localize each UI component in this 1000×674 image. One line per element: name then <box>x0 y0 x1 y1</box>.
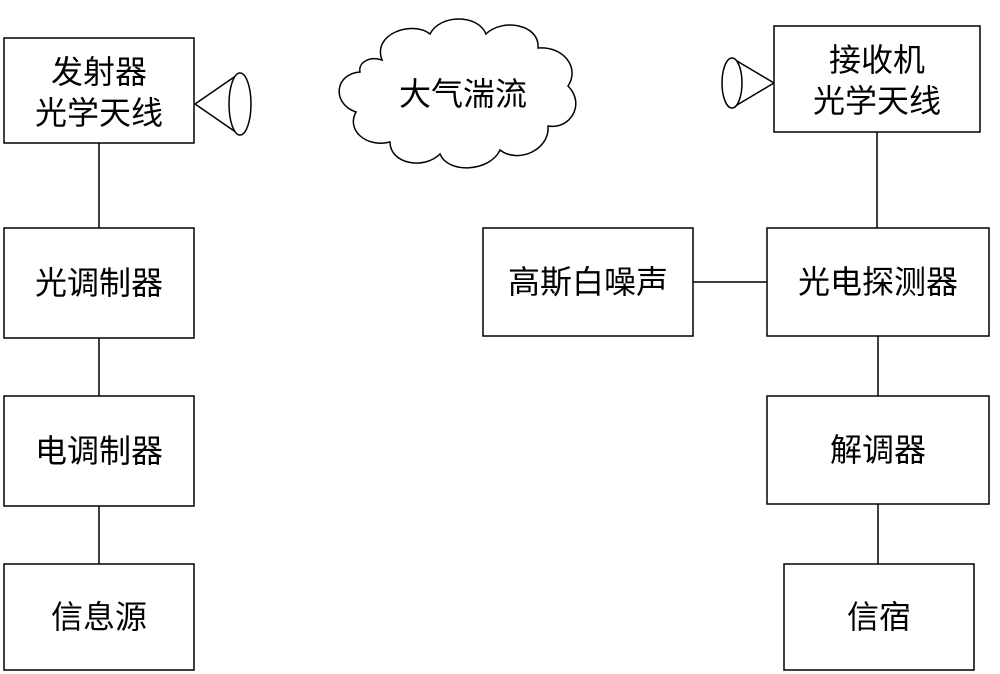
receiver-antenna-label-line1: 接收机 <box>829 41 925 79</box>
atmospheric-turbulence-cloud: 大气湍流 <box>338 18 577 169</box>
receiver-cone-icon <box>721 57 775 109</box>
transmitter-cone-icon <box>194 72 252 136</box>
receiver-antenna-box <box>773 25 981 133</box>
receiver-antenna-block: 接收机 光学天线 <box>773 25 981 133</box>
optical-modulator-block: 光调制器 <box>3 227 195 339</box>
atmospheric-turbulence-label: 大气湍流 <box>399 75 527 113</box>
optical-modulator-label: 光调制器 <box>35 264 163 302</box>
gaussian-white-noise-block: 高斯白噪声 <box>482 227 694 337</box>
cloud-shape <box>338 18 577 169</box>
transmitter-antenna-label-line1: 发射器 <box>51 53 147 91</box>
photodetector-label: 光电探测器 <box>798 263 958 301</box>
gaussian-white-noise-box <box>482 227 694 337</box>
demodulator-block: 解调器 <box>766 395 990 505</box>
receiver-antenna-label-line2: 光学天线 <box>813 82 941 120</box>
electrical-modulator-label: 电调制器 <box>35 432 163 470</box>
electrical-modulator-block: 电调制器 <box>3 395 195 507</box>
optical-modulator-box <box>3 227 195 339</box>
electrical-modulator-box <box>3 395 195 507</box>
demodulator-label: 解调器 <box>830 431 926 469</box>
transmitter-antenna-box <box>3 37 195 144</box>
information-source-block: 信息源 <box>3 563 195 671</box>
photodetector-block: 光电探测器 <box>766 227 990 337</box>
information-source-label: 信息源 <box>51 598 147 636</box>
gaussian-white-noise-label: 高斯白噪声 <box>508 263 668 301</box>
demodulator-box <box>766 395 990 505</box>
transmitter-antenna-label-line2: 光学天线 <box>35 94 163 132</box>
transmitter-antenna-block: 发射器 光学天线 <box>3 37 195 144</box>
information-sink-box <box>783 563 975 671</box>
photodetector-box <box>766 227 990 337</box>
information-sink-block: 信宿 <box>783 563 975 671</box>
information-source-box <box>3 563 195 671</box>
information-sink-label: 信宿 <box>847 598 911 636</box>
